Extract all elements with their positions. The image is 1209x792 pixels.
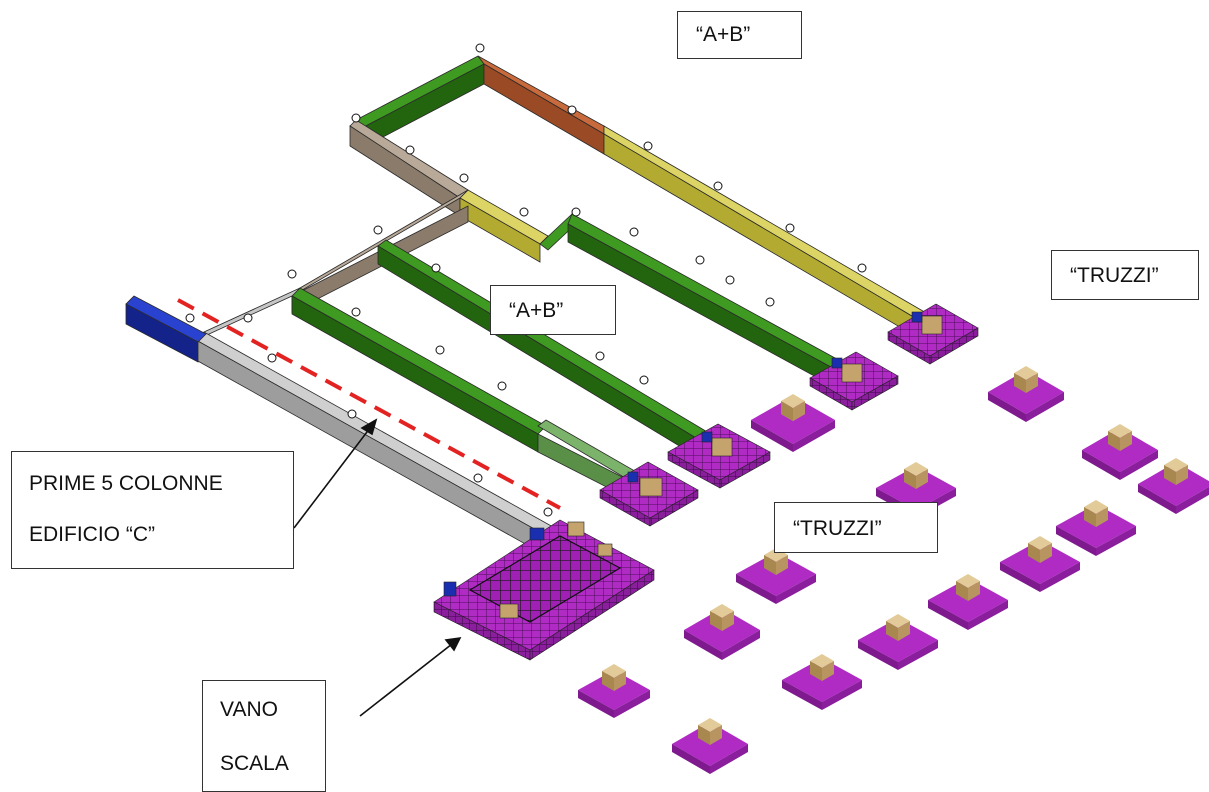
beam-orange — [477, 55, 605, 155]
beam-olive-short — [459, 189, 549, 263]
arrow-vano-head — [444, 636, 462, 652]
footing — [1000, 536, 1080, 592]
arrow-prime-head — [360, 418, 378, 436]
dashed-line — [177, 298, 561, 510]
footing — [751, 394, 835, 452]
beam-green-upper — [539, 213, 847, 391]
label-ab-top: “A+B” — [677, 11, 802, 59]
pad-mesh-4 — [599, 461, 699, 527]
beam-olive — [603, 125, 929, 341]
label-prime-line2: EDIFICIO “C” — [29, 523, 155, 546]
footing — [928, 574, 1008, 630]
arrows — [293, 418, 462, 717]
footing — [684, 604, 760, 660]
footing — [782, 654, 862, 710]
footing — [1082, 424, 1158, 480]
stair-well-raft — [433, 519, 655, 661]
beam-blue-end — [125, 295, 207, 363]
label-ab-mid: “A+B” — [490, 285, 616, 335]
footing — [578, 664, 650, 718]
beam-green-low — [291, 287, 641, 501]
label-ab-top-text: “A+B” — [696, 23, 751, 46]
label-prime-colonne: PRIME 5 COLONNE EDIFICIO “C” — [11, 451, 294, 569]
pad-mesh-3 — [667, 423, 771, 489]
label-vano-scala: VANO SCALA — [202, 680, 326, 792]
column-pins — [185, 43, 867, 517]
label-vano-line1: VANO — [220, 698, 278, 721]
label-vano-line2: SCALA — [220, 752, 289, 775]
arrow-vano — [359, 643, 453, 717]
label-truzzi-right-text: “TRUZZI” — [1070, 264, 1159, 287]
label-truzzi-mid: “TRUZZI” — [774, 502, 938, 553]
footing — [736, 548, 816, 604]
beams — [125, 55, 929, 561]
label-truzzi-mid-text: “TRUZZI” — [793, 517, 882, 540]
mesh-pads — [433, 303, 979, 661]
isolated-footings — [578, 366, 1209, 774]
label-prime-line1: PRIME 5 COLONNE — [29, 472, 223, 495]
footing — [858, 614, 938, 670]
arrow-prime — [293, 427, 371, 529]
footing — [672, 718, 748, 774]
pad-mesh-2 — [809, 351, 899, 411]
label-truzzi-right: “TRUZZI” — [1051, 250, 1199, 300]
footing — [1138, 458, 1209, 514]
label-ab-mid-text: “A+B” — [509, 299, 564, 322]
pad-mesh-1 — [887, 303, 979, 365]
footing — [1056, 500, 1136, 556]
footing — [988, 366, 1064, 422]
